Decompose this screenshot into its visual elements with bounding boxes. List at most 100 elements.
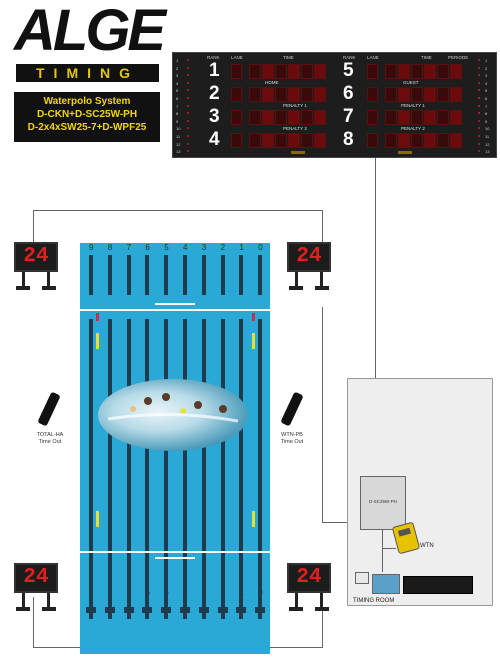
time-digit [411,87,423,102]
cable-top-right [322,210,323,245]
led-dot [187,119,189,122]
sub-label: PENALTY 1 [401,103,425,108]
board-side-number: 10 [485,126,490,132]
lane-rope [239,319,244,619]
time-digit [411,133,423,148]
led-dot [478,89,480,92]
lane-number-top: 6 [145,243,150,252]
led-dot [478,74,480,77]
clock-foot [42,286,56,290]
board-side-number: 6 [485,96,488,101]
yellow-marker [252,511,255,527]
lane-number-top: 4 [183,243,188,252]
time-digit [424,133,436,148]
time-digit [385,110,397,125]
lane-display [367,110,378,125]
cable-right-vertical [322,307,323,522]
lane-rope [258,319,263,619]
time-digit [398,133,410,148]
goal-top [155,303,195,305]
board-header: LANE [367,55,379,60]
printer-icon [355,572,369,584]
lane-rope [107,319,112,619]
time-digit [275,110,287,125]
led-dot [478,59,480,61]
board-side-number: 4 [485,80,488,86]
cable-top [33,210,323,211]
time-digit [424,110,436,125]
board-side-number: 6 [176,96,179,101]
clock-stand [295,272,298,288]
lane-rope [107,255,112,295]
alge-logo: ALGE [14,0,166,63]
time-digit [314,64,326,79]
system-title-box: Waterpolo System D-CKN+D-SC25W-PH D-2x4x… [14,92,160,142]
led-dot [478,66,480,69]
shot-clock-bottom-left: 24 [14,563,58,611]
lane-rope [126,255,131,295]
time-digit [288,133,300,148]
lane-rope [239,255,244,295]
board-side-number: 1 [485,58,488,63]
time-digit [398,87,410,102]
board-side-number: 12 [176,141,181,147]
board-side-number: 13 [485,149,490,155]
board-side-number: 7 [176,103,179,109]
board-header: RANK [207,55,220,60]
timeout-left-line2: Time Out [38,439,62,445]
lane-block [255,607,266,613]
clock-stand [295,593,298,609]
lane-rope [201,255,206,295]
timeout-button-right-icon [280,391,304,427]
board-side-number: 13 [176,149,181,155]
system-model-1: D-CKN+D-SC25W-PH [36,109,138,120]
timing-logo-bar: TIMING [16,64,159,82]
clock-stand [22,272,25,288]
board-side-number: 3 [485,73,488,79]
lane-block [123,607,134,613]
system-title: Waterpolo System [43,96,131,107]
time-digit [275,87,287,102]
time-digit [411,64,423,79]
board-side-number: 2 [176,65,179,71]
time-digit [450,133,462,148]
board-side-number: 5 [176,88,179,94]
shot-clock-top-right: 24 [287,242,331,290]
time-digit [288,110,300,125]
yellow-marker [96,333,99,349]
time-digit [398,64,410,79]
bottom-mark [398,151,412,154]
board-side-number: 10 [176,126,181,132]
time-digit [437,87,449,102]
time-digit [262,110,274,125]
time-digit [385,87,397,102]
shot-clock-display: 24 [287,242,331,272]
shot-clock-display: 24 [14,563,58,593]
time-digit [385,64,397,79]
goal-line-top [80,309,270,311]
time-digit [314,110,326,125]
wtn-screen [397,527,412,537]
lane-block [142,607,153,613]
clock-foot [16,286,30,290]
lane-block [180,607,190,613]
timer-device-icon [372,574,400,594]
led-dot [478,112,480,115]
time-digit [437,133,449,148]
led-dot [187,135,189,137]
lane-rope [164,255,169,295]
lane-rope [220,255,225,295]
lane-block [217,607,228,613]
lane-rope [145,255,150,295]
led-dot [187,97,189,99]
lane-block [236,607,247,613]
timeout-left-line1: TOTAL-HA [36,432,64,438]
lane-number-top: 9 [89,243,94,252]
time-digit [288,87,300,102]
board-header: RANK [343,55,356,60]
led-dot [187,104,189,107]
lane-rope [145,319,150,619]
time-digit [411,110,423,125]
lane-rope [164,319,169,619]
board-side-number: 4 [176,80,179,86]
